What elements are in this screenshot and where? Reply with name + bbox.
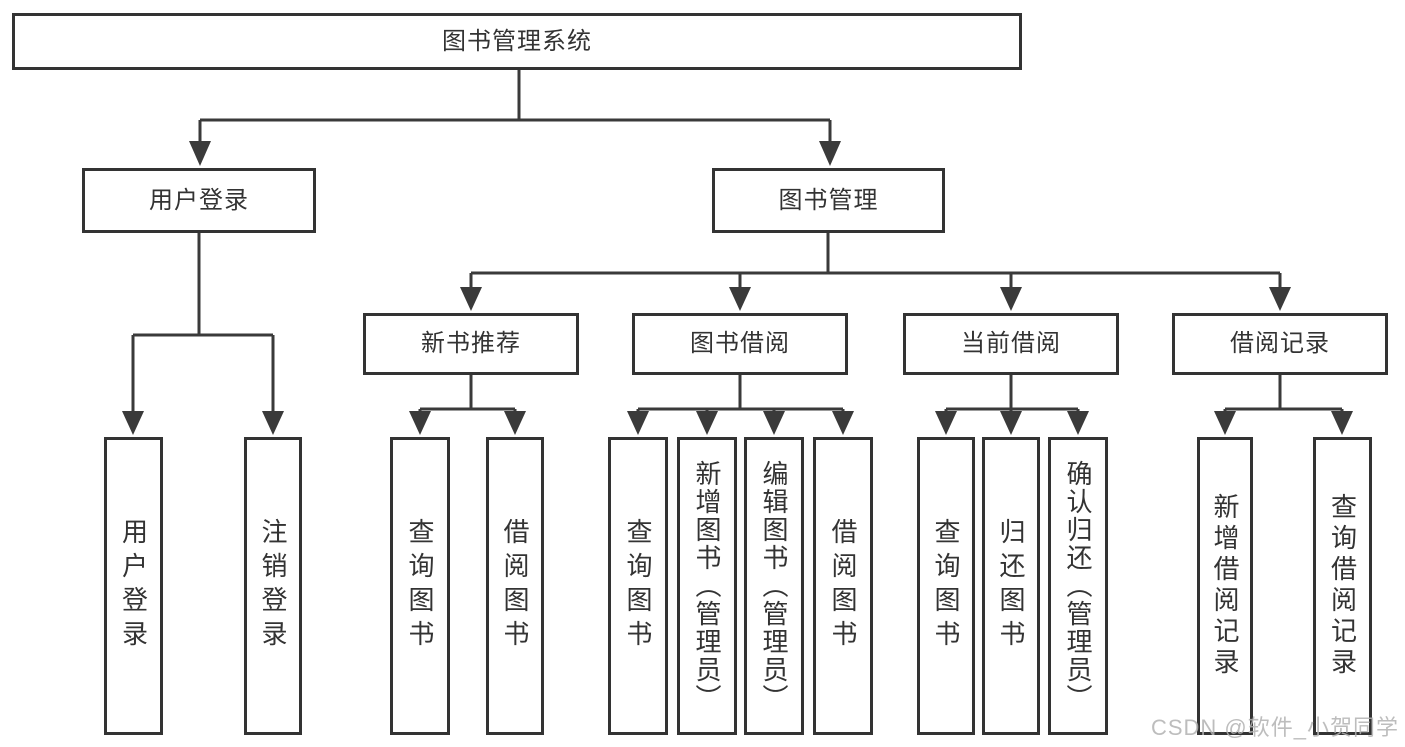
leaf-query-borrow-record: 查询借阅记录 <box>1313 437 1372 735</box>
node-book-borrow-label: 图书借阅 <box>690 330 790 357</box>
leaf-user-login-label: 用户登录 <box>118 518 149 654</box>
leaf-confirm-return-admin-label: 确认归还（管理员） <box>1063 460 1093 712</box>
leaf-return-book: 归还图书 <box>982 437 1040 735</box>
leaf-edit-book-admin-label: 编辑图书（管理员） <box>759 460 789 712</box>
leaf-query-book-borrow: 查询图书 <box>608 437 668 735</box>
leaf-add-book-admin-label: 新增图书（管理员） <box>692 460 722 712</box>
leaf-borrow-book-label: 借阅图书 <box>828 518 858 654</box>
node-book-borrow: 图书借阅 <box>632 313 848 375</box>
leaf-add-borrow-record-label: 新增借阅记录 <box>1210 493 1240 679</box>
node-current-borrow-label: 当前借阅 <box>961 330 1061 357</box>
node-new-book-recommend-label: 新书推荐 <box>421 330 521 357</box>
node-root-system: 图书管理系统 <box>12 13 1022 70</box>
leaf-query-book-current: 查询图书 <box>917 437 975 735</box>
node-new-book-recommend: 新书推荐 <box>363 313 579 375</box>
node-borrow-record: 借阅记录 <box>1172 313 1388 375</box>
node-user-login-label: 用户登录 <box>149 186 249 214</box>
node-current-borrow: 当前借阅 <box>903 313 1119 375</box>
leaf-borrow-book: 借阅图书 <box>813 437 873 735</box>
leaf-query-book-current-label: 查询图书 <box>931 518 961 654</box>
leaf-add-book-admin: 新增图书（管理员） <box>677 437 737 735</box>
leaf-logout-label: 注销登录 <box>258 518 288 654</box>
leaf-query-borrow-record-label: 查询借阅记录 <box>1327 493 1358 679</box>
node-user-login: 用户登录 <box>82 168 316 233</box>
node-borrow-record-label: 借阅记录 <box>1230 330 1330 357</box>
node-book-management: 图书管理 <box>712 168 945 233</box>
leaf-add-borrow-record: 新增借阅记录 <box>1197 437 1253 735</box>
leaf-logout: 注销登录 <box>244 437 302 735</box>
leaf-edit-book-admin: 编辑图书（管理员） <box>744 437 804 735</box>
leaf-borrow-book-recommend-label: 借阅图书 <box>500 518 530 654</box>
node-book-management-label: 图书管理 <box>778 186 879 214</box>
node-root-system-label: 图书管理系统 <box>442 27 592 55</box>
leaf-query-book-borrow-label: 查询图书 <box>623 518 653 654</box>
leaf-query-book-recommend: 查询图书 <box>390 437 450 735</box>
leaf-confirm-return-admin: 确认归还（管理员） <box>1048 437 1108 735</box>
leaf-return-book-label: 归还图书 <box>996 518 1026 654</box>
leaf-user-login: 用户登录 <box>104 437 163 735</box>
leaf-borrow-book-recommend: 借阅图书 <box>486 437 544 735</box>
csdn-watermark: CSDN @软件_小贺同学 <box>1150 715 1399 740</box>
leaf-query-book-recommend-label: 查询图书 <box>405 518 435 654</box>
